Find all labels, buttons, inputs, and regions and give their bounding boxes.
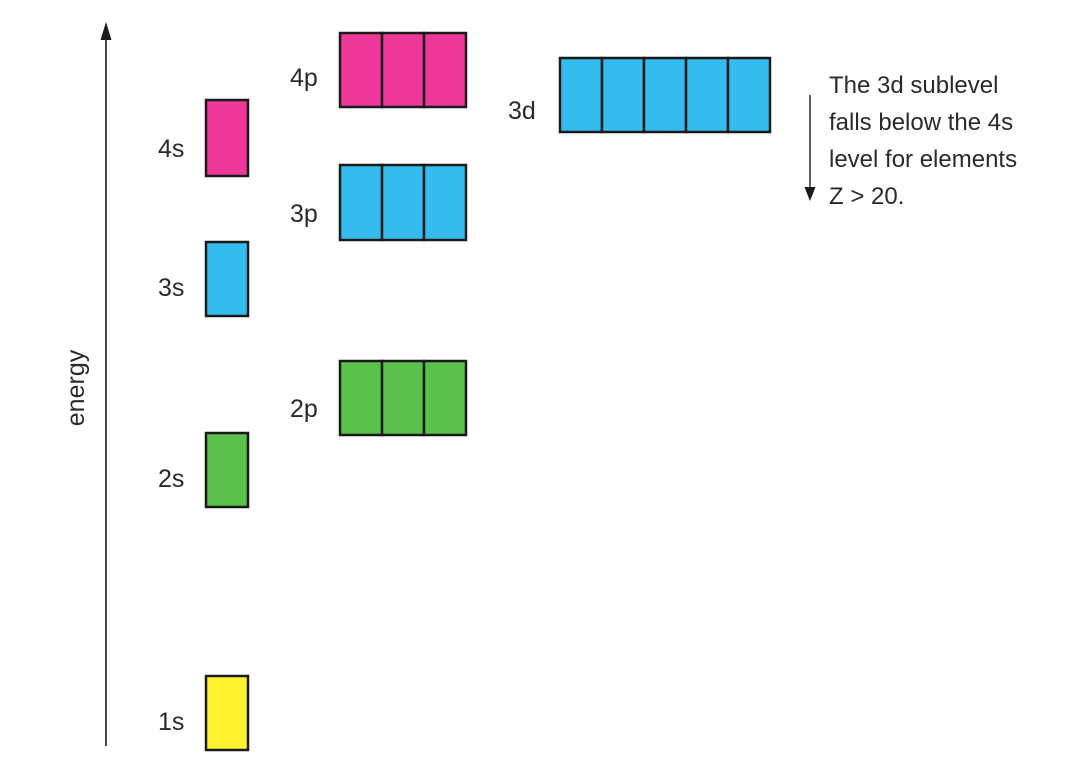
sublevel-label-3s: 3s bbox=[158, 274, 184, 302]
orbital-box-3d-1 bbox=[558, 56, 604, 134]
sublevel-3s: 3s bbox=[158, 240, 250, 318]
sublevel-3d: 3d bbox=[508, 56, 772, 134]
note-line-3: level for elements bbox=[829, 146, 1017, 173]
sublevel-label-3p: 3p bbox=[290, 200, 318, 228]
orbital-box-3d-4 bbox=[684, 56, 730, 134]
orbital-box-4s-1 bbox=[204, 98, 250, 178]
orbital-box-3p-3 bbox=[422, 163, 468, 242]
sublevel-label-2s: 2s bbox=[158, 465, 184, 493]
orbital-box-4p-1 bbox=[338, 31, 384, 109]
sublevel-label-3d: 3d bbox=[508, 97, 536, 125]
orbital-box-1s-1 bbox=[204, 674, 250, 752]
note-line-1: The 3d sublevel bbox=[829, 72, 998, 99]
sublevel-label-1s: 1s bbox=[158, 708, 184, 736]
orbital-box-4p-2 bbox=[380, 31, 426, 109]
note-group: The 3d sublevel falls below the 4s level… bbox=[804, 72, 1017, 210]
energy-axis-arrowhead bbox=[100, 22, 112, 40]
orbital-box-3s-1 bbox=[204, 240, 250, 318]
orbital-box-3d-3 bbox=[642, 56, 688, 134]
orbital-box-3d-2 bbox=[600, 56, 646, 134]
orbital-box-4p-3 bbox=[422, 31, 468, 109]
sublevel-2p: 2p bbox=[290, 359, 468, 437]
orbital-box-2p-3 bbox=[422, 359, 468, 437]
orbital-box-2p-2 bbox=[380, 359, 426, 437]
orbital-box-3p-2 bbox=[380, 163, 426, 242]
orbital-box-3d-5 bbox=[726, 56, 772, 134]
energy-axis-label: energy bbox=[62, 349, 90, 426]
orbital-box-2p-1 bbox=[338, 359, 384, 437]
orbital-box-3p-1 bbox=[338, 163, 384, 242]
energy-axis: energy bbox=[62, 22, 112, 746]
sublevel-label-4s: 4s bbox=[158, 135, 184, 163]
note-arrow-head bbox=[804, 187, 816, 201]
sublevel-2s: 2s bbox=[158, 431, 250, 509]
sublevel-4s: 4s bbox=[158, 98, 250, 178]
sublevel-layer: 1s 2s 3s 4s 2p 3p 4p 3d bbox=[158, 31, 772, 752]
sublevel-3p: 3p bbox=[290, 163, 468, 242]
sublevel-label-4p: 4p bbox=[290, 64, 318, 92]
note-line-4: Z > 20. bbox=[829, 183, 904, 210]
sublevel-1s: 1s bbox=[158, 674, 250, 752]
orbital-box-2s-1 bbox=[204, 431, 250, 509]
note-line-2: falls below the 4s bbox=[829, 109, 1013, 136]
sublevel-4p: 4p bbox=[290, 31, 468, 109]
sublevel-label-2p: 2p bbox=[290, 395, 318, 423]
